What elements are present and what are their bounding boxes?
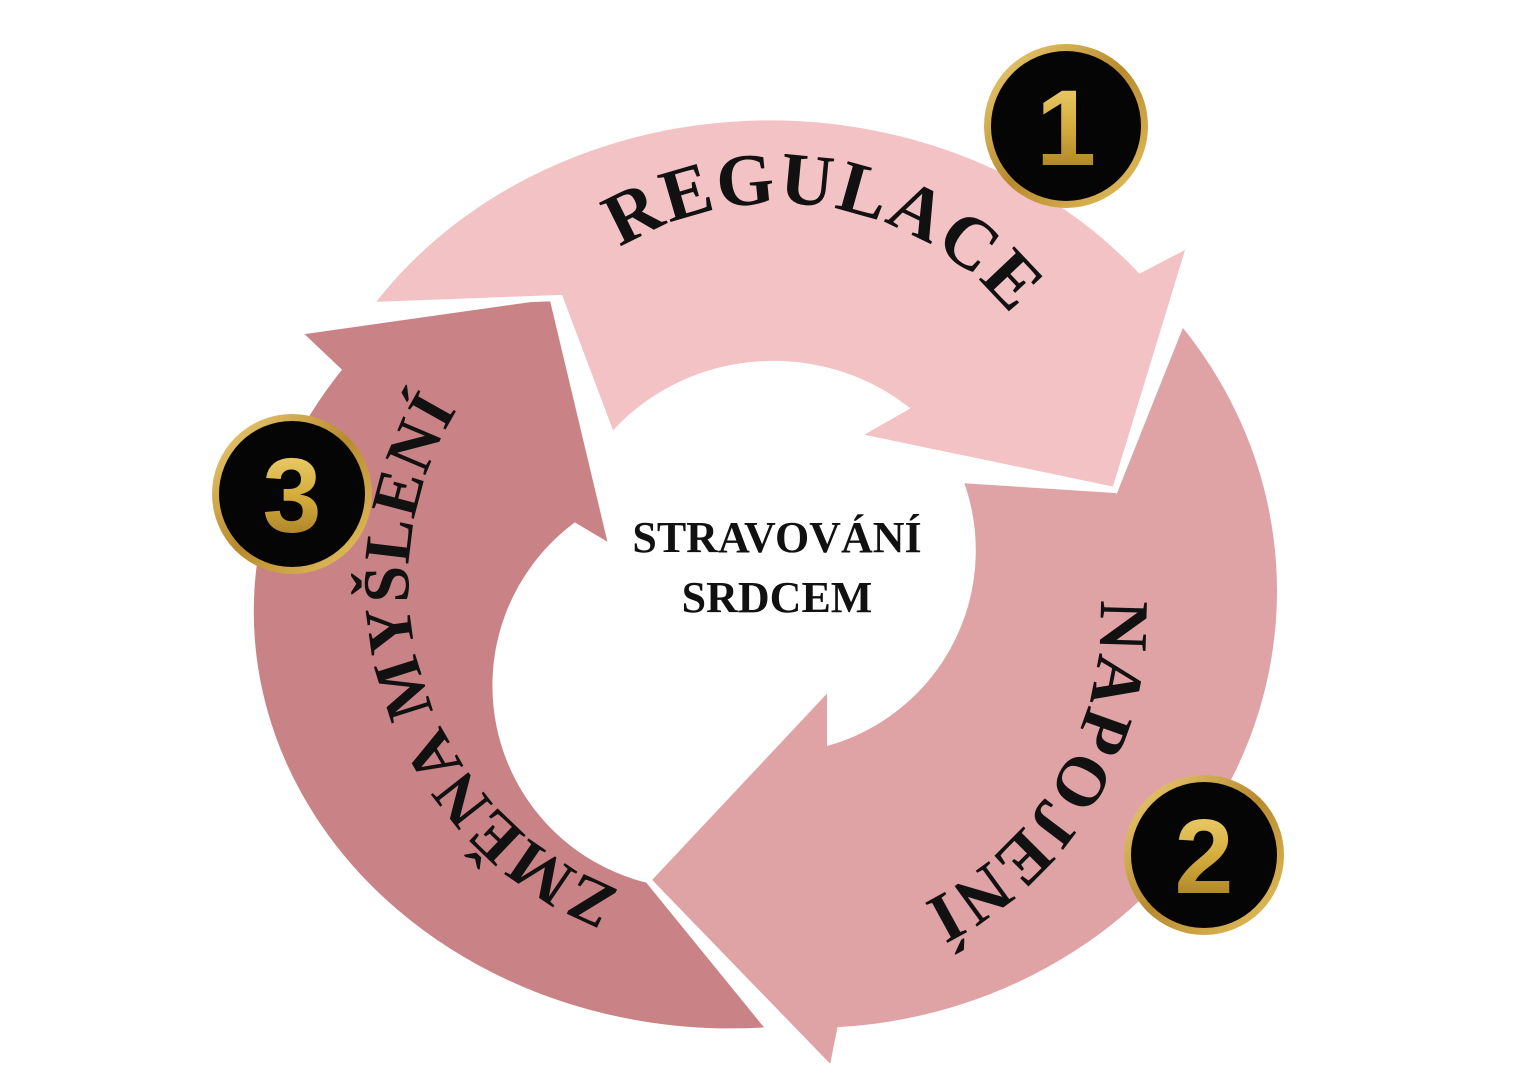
- center-title-line-2: SRDCEM: [682, 573, 873, 622]
- badge-3-number: 3: [263, 437, 322, 555]
- badge-3: 3: [212, 414, 372, 574]
- segment-2-arrow: [643, 316, 1283, 1077]
- badge-1: 1: [984, 44, 1148, 208]
- badge-1-number: 1: [1036, 67, 1096, 188]
- badge-2: 2: [1124, 775, 1284, 935]
- badge-2-number: 2: [1175, 798, 1234, 916]
- center-title-line-1: STRAVOVÁNÍ: [632, 513, 921, 562]
